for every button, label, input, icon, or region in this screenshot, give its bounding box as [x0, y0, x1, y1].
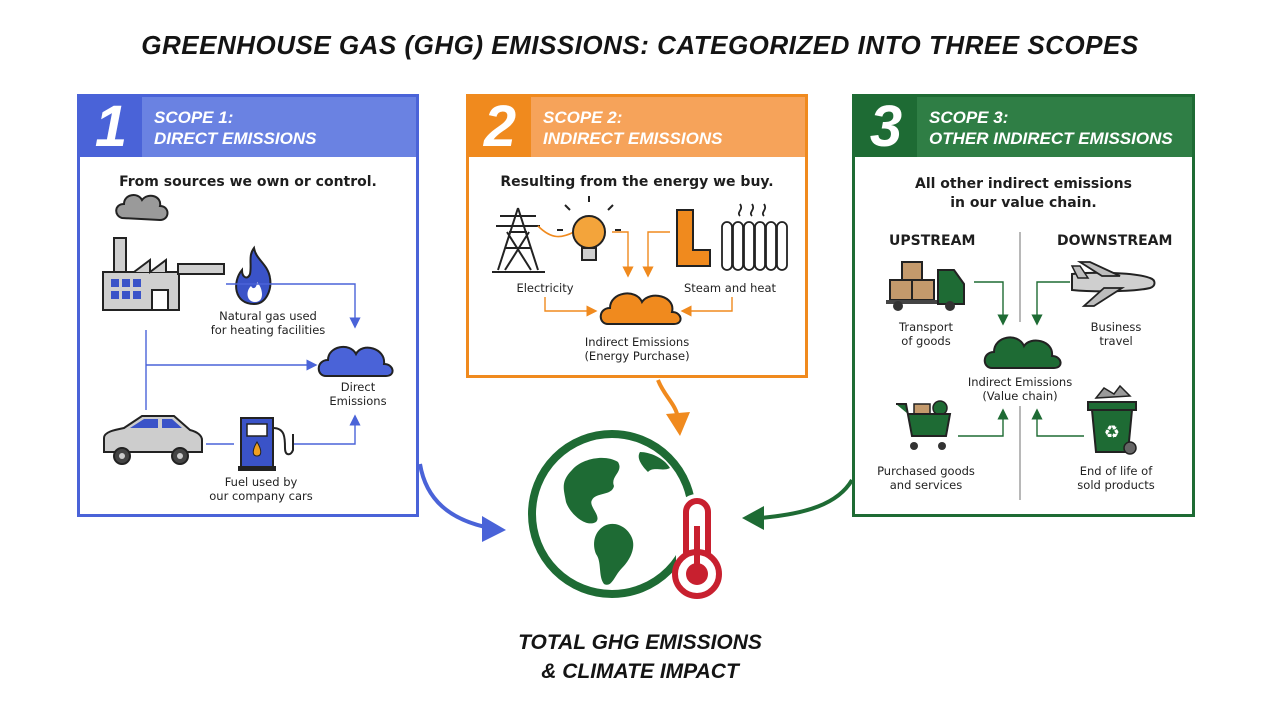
- fuel-pump-icon: [238, 417, 294, 471]
- indirect-value-caption: Indirect Emissions (Value chain): [950, 375, 1090, 403]
- electricity-caption: Electricity: [516, 281, 574, 295]
- scope3-header: 3 SCOPE 3: OTHER INDIRECT EMISSIONS: [855, 97, 1192, 157]
- scope3-panel: 3 SCOPE 3: OTHER INDIRECT EMISSIONS All …: [852, 94, 1195, 517]
- car-icon: [103, 415, 203, 465]
- indirect-energy-caption: Indirect Emissions (Energy Purchase): [584, 335, 690, 363]
- flame-icon: [235, 245, 272, 306]
- scope3-subtitle: All other indirect emissions in our valu…: [915, 176, 1132, 211]
- business-travel-caption: Business travel: [1090, 320, 1142, 348]
- scope3-label: SCOPE 3: OTHER INDIRECT EMISSIONS: [929, 108, 1173, 148]
- scope1-number: 1: [80, 97, 142, 157]
- scope2-panel: 2 SCOPE 2: INDIRECT EMISSIONS Resulting …: [466, 94, 808, 378]
- page-title: GREENHOUSE GAS (GHG) EMISSIONS: CATEGORI…: [141, 30, 1139, 60]
- total-emissions-label: TOTAL GHG EMISSIONS & CLIMATE IMPACT: [518, 631, 762, 683]
- upstream-heading: UPSTREAM: [889, 233, 976, 249]
- direct-emissions-caption: Direct Emissions: [329, 380, 387, 408]
- scope1-header: 1 SCOPE 1: DIRECT EMISSIONS: [80, 97, 416, 157]
- light-bulb-icon: [557, 196, 621, 261]
- scope2-label: SCOPE 2: INDIRECT EMISSIONS: [543, 108, 723, 148]
- recycle-bin-icon: ♻: [1087, 384, 1137, 455]
- scope1-label: SCOPE 1: DIRECT EMISSIONS: [154, 108, 317, 148]
- scope3-number: 3: [855, 97, 917, 157]
- cloud-icon: [983, 336, 1062, 369]
- svg-text:♻: ♻: [1104, 422, 1120, 443]
- scope2-header: 2 SCOPE 2: INDIRECT EMISSIONS: [469, 97, 805, 157]
- cloud-icon: [599, 292, 682, 325]
- cloud-icon: [317, 345, 394, 377]
- shopping-cart-icon: [896, 400, 952, 450]
- pipe-icon: [676, 209, 711, 267]
- scope1-subtitle: From sources we own or control.: [119, 174, 377, 190]
- scope1-panel: 1 SCOPE 1: DIRECT EMISSIONS From sources…: [77, 94, 419, 517]
- airplane-icon: [1070, 261, 1156, 307]
- natural-gas-caption: Natural gas used for heating facilities: [210, 309, 326, 337]
- truck-icon: [886, 261, 965, 311]
- thermometer-icon: [672, 494, 722, 599]
- radiator-icon: [721, 203, 788, 271]
- scope2-number: 2: [469, 97, 531, 157]
- fuel-caption: Fuel used by our company cars: [209, 475, 313, 503]
- steam-caption: Steam and heat: [684, 281, 776, 295]
- purchased-caption: Purchased goods and services: [877, 464, 975, 492]
- power-pylon-icon: [492, 207, 545, 273]
- scope2-subtitle: Resulting from the energy we buy.: [500, 174, 774, 190]
- factory-icon: [102, 194, 225, 311]
- end-of-life-caption: End of life of sold products: [1077, 464, 1155, 492]
- transport-caption: Transport of goods: [899, 320, 953, 348]
- downstream-heading: DOWNSTREAM: [1057, 233, 1173, 249]
- globe-icon: [528, 430, 696, 598]
